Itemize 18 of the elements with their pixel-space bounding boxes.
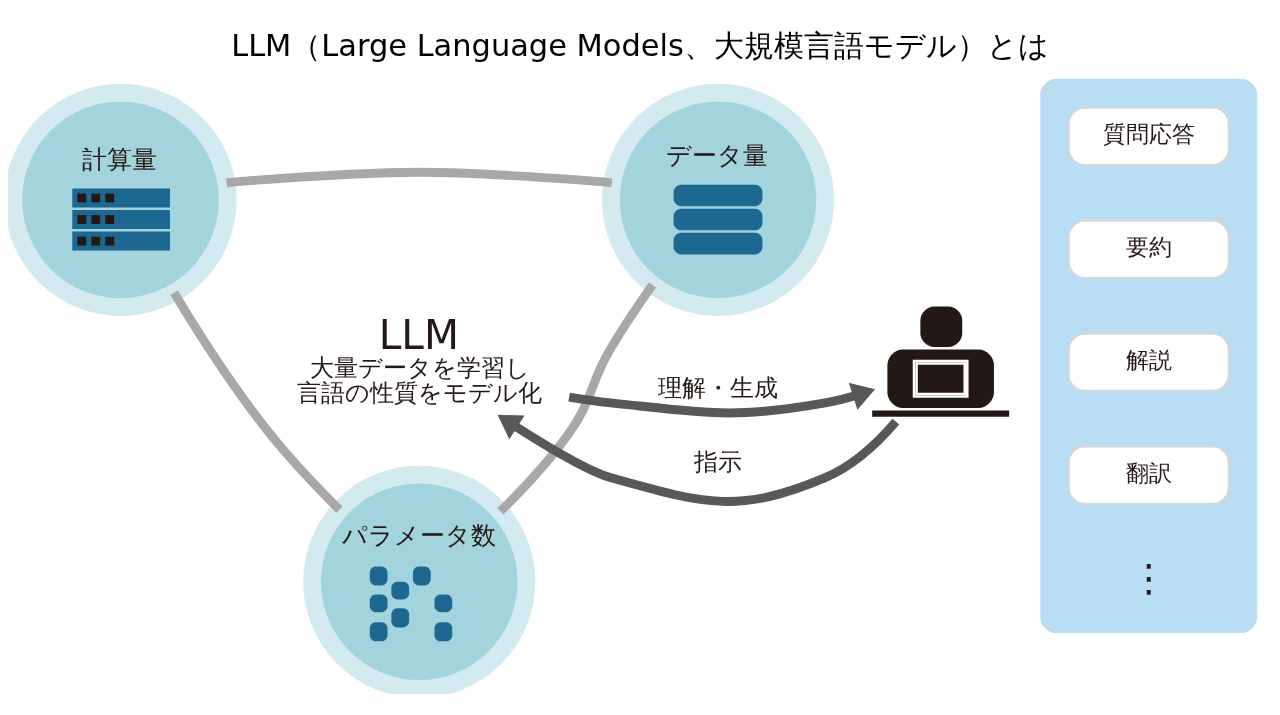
node-box: 質問応答 <box>1067 106 1230 166</box>
label: ⋮ <box>1129 556 1168 601</box>
node-circle: パラメータ数 <box>303 465 536 694</box>
edge-label: 理解・生成 <box>658 373 779 402</box>
connector <box>497 282 657 515</box>
arrow <box>497 414 900 506</box>
arrow <box>568 382 876 418</box>
connector <box>170 290 343 513</box>
edge-label: 指示 <box>694 448 743 477</box>
node-circle: 計算量 <box>8 83 237 316</box>
node-box: 解説 <box>1067 332 1230 392</box>
node-text: LLM 大量データを学習し言語の性質をモデル化 <box>297 311 543 407</box>
cluster <box>1040 78 1258 634</box>
node-circle: データ量 <box>601 83 835 316</box>
diagram-title: LLM（Large Language Models、大規模言語モデル）とは <box>231 27 1049 63</box>
node-box: 要約 <box>1067 219 1230 279</box>
connector <box>226 167 613 188</box>
node-box: 翻訳 <box>1067 445 1230 505</box>
